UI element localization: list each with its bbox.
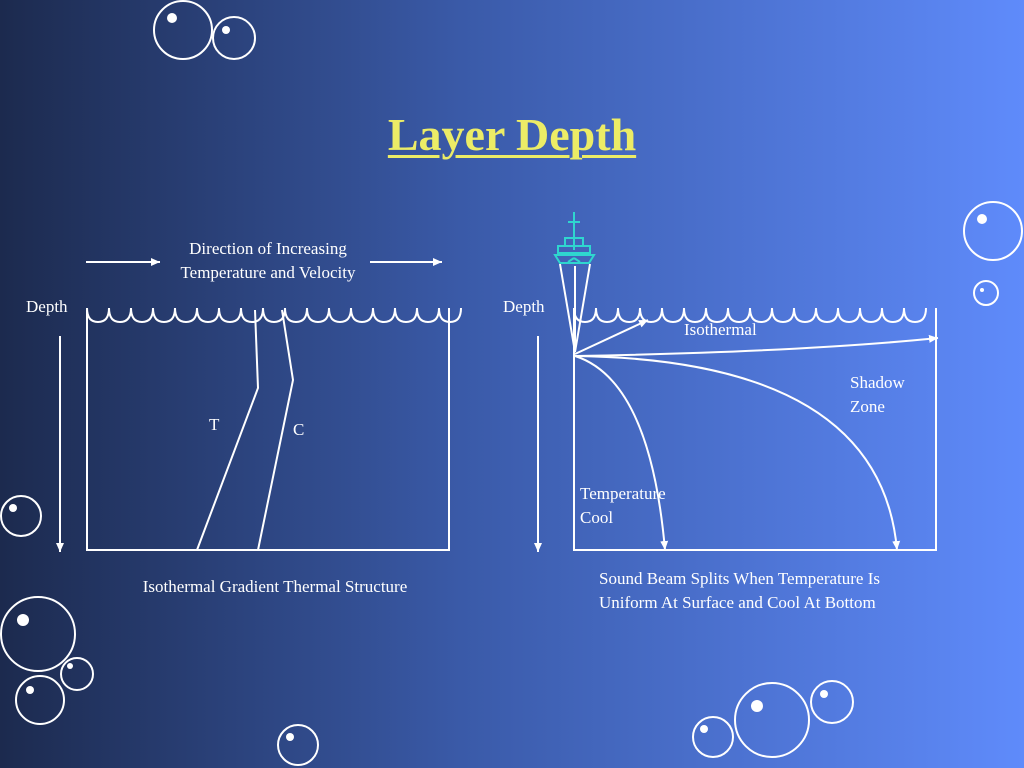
bubble-icon [15,675,65,725]
left-caption: Isothermal Gradient Thermal Structure [142,577,408,596]
right-caption-line1: Sound Beam Splits When Temperature Is [599,569,880,588]
temperature-cool-line1: Temperature [580,484,666,503]
depth-label-left: Depth [26,297,68,316]
direction-label-line2: Temperature and Velocity [180,263,356,282]
shadow-zone-line2: Zone [850,397,885,416]
depth-label-right: Depth [503,297,545,316]
water-surface-wave [86,307,462,324]
shadow-zone-label: Shadow Zone [850,371,905,419]
curve-t-label: T [209,415,220,434]
bubble-icon [734,682,810,758]
bubble-icon [277,724,319,766]
temperature-cool-line2: Cool [580,508,614,527]
right-caption-line2: Uniform At Surface and Cool At Bottom [599,593,876,612]
bubble-icon [973,280,999,306]
ship-icon [553,212,596,264]
temperature-curve-t [196,309,260,551]
surface-beam [574,319,649,355]
bubble-icon [0,495,42,537]
right-caption: Sound Beam Splits When Temperature Is Un… [599,567,880,615]
isothermal-label: Isothermal [684,320,757,339]
isothermal-beam [574,334,939,357]
temperature-cool-label: Temperature Cool [580,482,666,530]
bubble-icon [692,716,734,758]
curve-c-label: C [293,420,305,439]
bubble-icon [963,201,1023,261]
shadow-zone-line1: Shadow [850,373,905,392]
bubble-icon [153,0,213,60]
direction-label-line1: Direction of Increasing [189,239,347,258]
bubble-icon [0,596,76,672]
direction-label: Direction of Increasing Temperature and … [156,237,380,285]
left-container-box [86,308,450,551]
bubble-icon [60,657,94,691]
water-surface-wave-right [573,307,927,324]
right-diagram [534,263,939,552]
velocity-curve-c [257,309,295,551]
right-container-box [573,308,937,551]
bubble-icon [810,680,854,724]
cool-beam-left [574,355,669,551]
bubble-icon [212,16,256,60]
left-diagram [56,258,462,552]
slide-title: Layer Depth [387,109,637,160]
cool-beam-right [574,355,901,551]
